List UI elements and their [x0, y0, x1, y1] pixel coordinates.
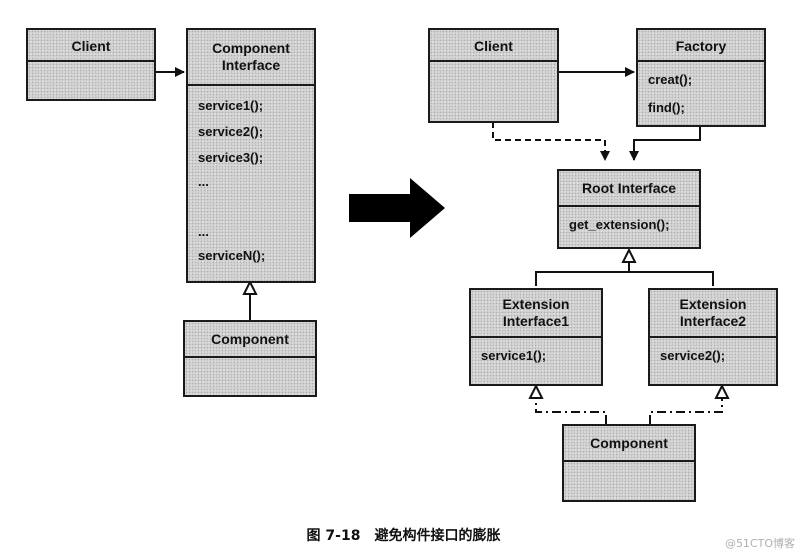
class-title: Root Interface	[581, 180, 677, 196]
class-title-line2: Interface2	[679, 313, 747, 329]
class-title-line1: Component	[212, 40, 290, 56]
root-interface-class: Root Interface get_extension();	[557, 169, 701, 249]
realization-line-component-ext1	[535, 398, 607, 424]
method: service2();	[660, 348, 726, 363]
left-component-class: Component	[183, 320, 317, 397]
watermark: @51CTO博客	[724, 537, 795, 550]
class-title: Component	[211, 331, 289, 347]
extension-interface2-class: Extension Interface2 service2();	[648, 288, 778, 386]
realization-arrowhead-ext1	[528, 383, 544, 399]
ellipsis: ...	[198, 224, 209, 239]
realization-arrowhead-ext2	[714, 383, 730, 399]
method: service1();	[481, 348, 547, 363]
class-title: Component	[590, 435, 668, 451]
inheritance-arrowhead-root	[621, 247, 637, 263]
association-arrow-factory-root	[629, 126, 701, 161]
method: get_extension();	[569, 217, 670, 232]
ellipsis: ...	[198, 174, 209, 189]
class-title-line2: Interface1	[502, 313, 570, 329]
extension-interface1-class: Extension Interface1 service1();	[469, 288, 603, 386]
method: serviceN();	[198, 248, 266, 263]
class-title: Factory	[675, 38, 727, 54]
right-component-class: Component	[562, 424, 696, 502]
realization-line-component-ext2	[649, 398, 723, 424]
left-component-interface-class: Component Interface service1(); service2…	[186, 28, 316, 283]
class-title-line1: Extension	[679, 296, 747, 312]
class-title: Client	[474, 38, 513, 54]
class-title-line1: Extension	[502, 296, 570, 312]
figure-caption: 图 7-18 避免构件接口的膨胀	[306, 528, 501, 544]
inheritance-lines-extensions	[535, 262, 714, 286]
method: service1();	[198, 98, 264, 113]
class-title: Client	[71, 38, 111, 54]
dependency-arrow-client-root	[492, 122, 610, 161]
class-title-line2: Interface	[221, 57, 281, 73]
method: creat();	[648, 72, 693, 87]
method: service3();	[198, 150, 264, 165]
right-client-class: Client	[428, 28, 559, 123]
method: find();	[648, 100, 685, 115]
inheritance-arrowhead-left	[242, 279, 258, 295]
transform-arrow	[349, 178, 445, 238]
factory-class: Factory creat(); find();	[636, 28, 766, 127]
left-client-class: Client	[26, 28, 156, 101]
method: service2();	[198, 124, 264, 139]
